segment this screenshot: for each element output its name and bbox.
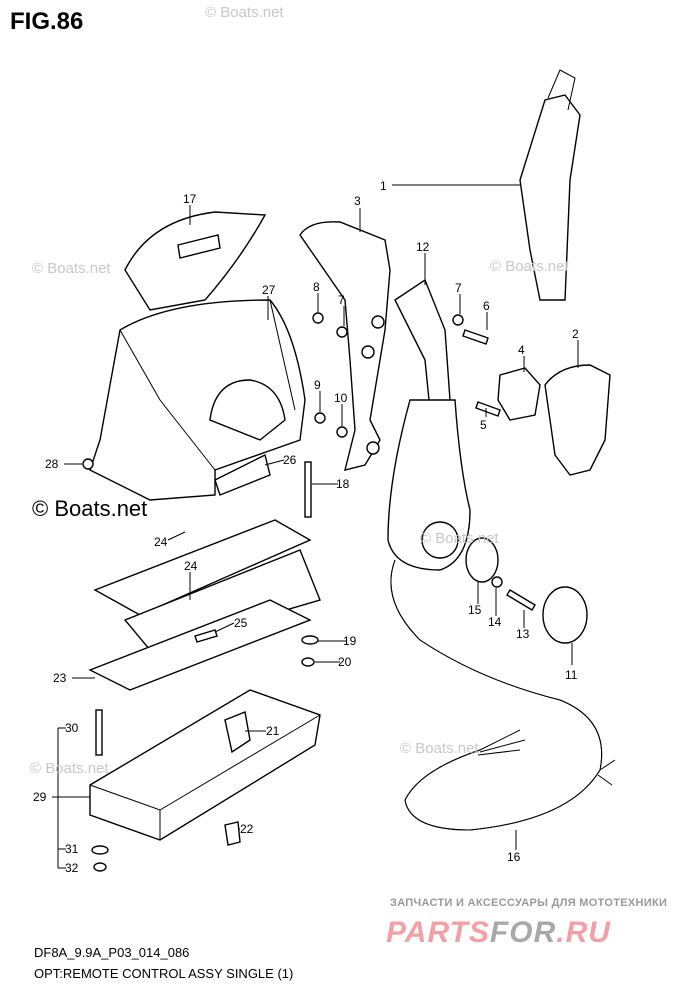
part-8-screw — [312, 312, 324, 324]
part-12-arm — [394, 278, 451, 416]
part-18-bolt — [304, 461, 312, 518]
watermark-parts-logo: PARTSFOR.RU — [386, 916, 611, 950]
part-30-bolt — [95, 709, 103, 756]
watermark-boats: © Boats.net — [400, 740, 479, 757]
part-1-remote — [519, 69, 581, 301]
part-26-plate — [214, 453, 271, 496]
callout-7: 7 — [455, 281, 462, 295]
callout-17: 17 — [183, 192, 197, 206]
part-28-screw — [82, 458, 94, 470]
part-lever-body — [387, 399, 471, 571]
callout-23: 23 — [53, 671, 67, 685]
callout-7: 7 — [338, 293, 345, 307]
callout-14: 14 — [488, 615, 502, 629]
part-9-screw — [314, 412, 326, 424]
part-31-washer — [91, 845, 109, 855]
callout-5: 5 — [480, 418, 487, 432]
part-14-washer — [491, 576, 503, 588]
callout-15: 15 — [468, 603, 482, 617]
callout-2: 2 — [572, 327, 579, 341]
part-11-cap — [542, 586, 588, 644]
callout-24: 24 — [154, 535, 168, 549]
callout-11: 11 — [565, 668, 578, 682]
callout-24: 24 — [184, 559, 198, 573]
callout-22: 22 — [240, 822, 254, 836]
diagram-description: OPT:REMOTE CONTROL ASSY SINGLE (1) — [34, 966, 294, 981]
logo-part-2: FOR — [489, 916, 557, 949]
watermark-parts-tagline: ЗАПЧАСТИ И АКСЕССУАРЫ ДЛЯ МОТОТЕХНИКИ — [390, 897, 668, 909]
callout-25: 25 — [234, 616, 248, 630]
part-4-switch — [497, 367, 541, 421]
part-13-screw — [506, 589, 536, 611]
logo-part-1: PARTS — [386, 916, 490, 949]
leader-lines — [52, 184, 579, 869]
part-15-plate — [465, 537, 499, 583]
callout-16: 16 — [507, 850, 521, 864]
callout-13: 13 — [516, 627, 530, 641]
part-19-washer — [301, 635, 319, 645]
part-20-nut — [301, 657, 315, 667]
part-6-screw — [462, 329, 489, 345]
watermark-boats: © Boats.net — [32, 260, 111, 277]
callout-26: 26 — [283, 453, 297, 467]
watermark-boats: © Boats.net — [30, 760, 109, 777]
callout-32: 32 — [65, 861, 79, 875]
part-32-nut — [93, 862, 107, 872]
part-24-base — [93, 519, 321, 651]
part-3-lever — [299, 221, 391, 471]
part-27-housing — [89, 299, 306, 501]
callout-30: 30 — [65, 721, 79, 735]
watermark-boats-large: © Boats.net — [32, 496, 148, 521]
part-7-washer — [336, 326, 348, 338]
callout-31: 31 — [65, 842, 79, 856]
part-23-gasket — [88, 599, 312, 691]
callout-4: 4 — [518, 343, 525, 357]
part-17-cover — [124, 211, 267, 311]
callout-20: 20 — [338, 655, 352, 669]
callout-12: 12 — [416, 240, 430, 254]
callout-6: 6 — [483, 299, 490, 313]
part-7-washer — [452, 314, 464, 326]
callout-27: 27 — [262, 283, 276, 297]
callout-19: 19 — [343, 634, 357, 648]
callout-29: 29 — [33, 790, 47, 804]
watermark-boats: © Boats.net — [490, 258, 569, 275]
logo-part-3: .RU — [556, 916, 611, 949]
part-25-screw — [194, 629, 218, 643]
watermark-boats: © Boats.net — [420, 530, 499, 547]
callout-1: 1 — [380, 179, 387, 193]
figure-title: FIG.86 — [10, 8, 84, 35]
callout-8: 8 — [313, 280, 320, 294]
watermark-boats: © Boats.net — [205, 4, 284, 21]
diagram-code: DF8A_9.9A_P03_014_086 — [34, 945, 190, 960]
callout-21: 21 — [266, 724, 280, 738]
part-16-harness — [390, 559, 616, 831]
part-22-clip — [224, 821, 241, 846]
callouts: 1 2 3 4 5 6 7 7 8 9 10 11 12 13 14 15 16… — [33, 179, 579, 875]
callout-10: 10 — [334, 391, 348, 405]
part-5-screw — [475, 401, 501, 417]
callout-9: 9 — [314, 378, 321, 392]
callout-28: 28 — [45, 457, 59, 471]
part-10-washer — [336, 426, 348, 438]
part-29-case — [89, 689, 321, 841]
part-21-bracket — [224, 711, 251, 754]
callout-18: 18 — [336, 477, 350, 491]
callout-3: 3 — [354, 194, 361, 208]
part-2-grip — [544, 364, 611, 476]
